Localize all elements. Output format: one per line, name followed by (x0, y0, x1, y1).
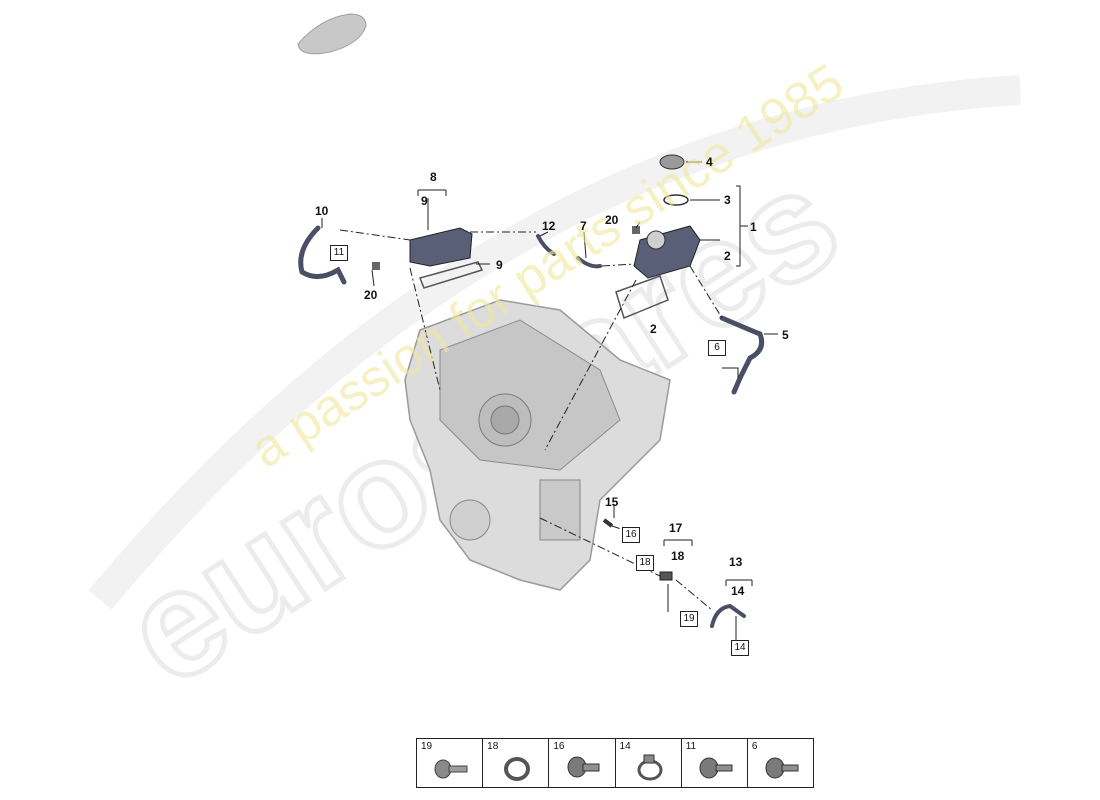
callout-9b: 9 (496, 258, 503, 272)
screw-icon (567, 756, 600, 778)
legend-cell-6: 6 (748, 739, 813, 787)
legend-num: 11 (685, 741, 697, 752)
callout-4: 4 (706, 155, 713, 169)
boxed-ref-19: 19 (680, 611, 698, 627)
callout-13: 13 (729, 555, 743, 569)
legend-cell-16: 16 (549, 739, 616, 787)
screw-icon (765, 757, 799, 779)
bolt-20-part (372, 262, 380, 270)
legend-num: 18 (487, 741, 499, 752)
legend-cell-11: 11 (682, 739, 748, 787)
legend-num: 6 (751, 741, 758, 752)
bolt-15-part (602, 518, 614, 528)
callout-12: 12 (542, 219, 556, 233)
callout-2a: 2 (724, 249, 731, 263)
screw-icon (699, 757, 733, 779)
callout-17: 17 (669, 521, 683, 535)
callout-9a: 9 (421, 194, 428, 208)
screw-icon (434, 759, 468, 779)
leader-lines (321, 161, 778, 640)
legend-cell-18: 18 (483, 739, 550, 787)
boxed-ref-16: 16 (622, 527, 640, 543)
cap-part (659, 154, 685, 170)
callout-8: 8 (430, 170, 437, 184)
parts-legend: 19 18 16 14 11 6 (416, 738, 814, 788)
sensor-17-part (659, 571, 673, 581)
hose-12-part (536, 234, 556, 256)
dash-dot-lines (339, 229, 723, 611)
hose-10-part (298, 225, 347, 285)
gasket-2-part (615, 275, 669, 320)
clamp-icon (637, 754, 663, 781)
callout-15: 15 (605, 495, 619, 509)
callout-1: 1 (750, 220, 757, 234)
legend-num: 14 (619, 741, 631, 752)
o-ring-icon (504, 757, 531, 781)
callout-20a: 20 (364, 288, 378, 302)
callout-10: 10 (315, 204, 329, 218)
legend-num: 16 (553, 741, 565, 752)
callout-20b: 20 (605, 213, 619, 227)
callout-7: 7 (580, 219, 587, 233)
boxed-ref-18: 18 (636, 555, 654, 571)
boxed-ref-11: 11 (330, 245, 348, 261)
callout-5: 5 (782, 328, 789, 342)
engine-block (404, 299, 671, 591)
callout-18: 18 (671, 549, 685, 563)
breather-housing-part (633, 225, 701, 279)
bolt-20b-part (632, 226, 640, 234)
hose-7-part (576, 256, 602, 269)
callout-14: 14 (731, 584, 745, 598)
car-thumbnail-icon (297, 13, 367, 55)
boxed-ref-6: 6 (708, 340, 726, 356)
oil-separator-part (409, 227, 473, 267)
legend-cell-14: 14 (616, 739, 682, 787)
boxed-ref-14: 14 (731, 640, 749, 656)
callout-2b: 2 (650, 322, 657, 336)
gasket-part (418, 261, 484, 289)
hose-5-part (719, 315, 765, 395)
seal-ring-part (663, 194, 689, 206)
pipe-13-part (710, 603, 746, 628)
callout-3: 3 (724, 193, 731, 207)
legend-cell-19: 19 (417, 739, 484, 787)
legend-num: 19 (421, 741, 433, 752)
